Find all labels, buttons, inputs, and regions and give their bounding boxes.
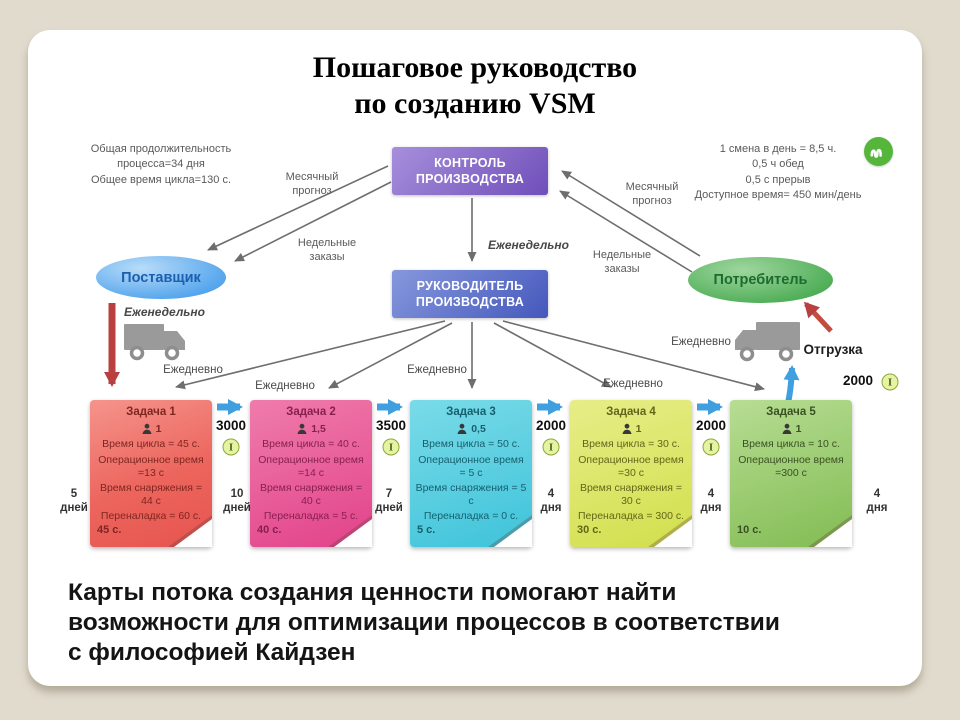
page-curl (334, 519, 372, 547)
changeover-time: Переналадка = 0 с. (423, 510, 519, 523)
task-title: Задача 1 (126, 406, 176, 418)
task-card-5: Задача 5 1 Время цикла = 10 с. Операцион… (730, 400, 852, 547)
slide-title: Пошаговое руководство по созданию VSM (312, 51, 638, 120)
operational-time: Операционное время =300 с (738, 453, 844, 479)
task-total-time: 30 с. (577, 524, 602, 536)
inventory-count-2: 3500 (375, 418, 407, 433)
process-summary-note: Общая продолжительность процесса=34 дня … (90, 143, 232, 186)
setup-time: Время снаряжения = 40 с (259, 482, 363, 507)
cycle-time: Время цикла = 45 с. (102, 438, 200, 451)
weekly-orders-left-label: Недельные заказы (297, 237, 357, 264)
inventory-badge-shipping: I (881, 373, 899, 391)
inventory-count-3: 2000 (535, 418, 567, 433)
page-curl (174, 519, 212, 547)
setup-time: Время снаряжения = 44 с (99, 482, 203, 507)
shift-summary-note: 1 смена в день = 8,5 ч. 0,5 ч обед 0,5 с… (694, 143, 862, 202)
weekly-center-label: Еженедельно (488, 238, 569, 252)
task-total-time: 45 с. (97, 524, 122, 536)
slide-caption: Карты потока создания ценности помогают … (68, 579, 780, 666)
lead-time-days-3: 4 дня (540, 488, 562, 515)
task-card-4: Задача 4 1 Время цикла = 30 с. Операцион… (570, 400, 692, 547)
task-title: Задача 4 (606, 406, 656, 418)
task-card-1: Задача 1 1 Время цикла = 45 с. Операцион… (90, 400, 212, 547)
operator-icon (622, 423, 632, 435)
task-card-2: Задача 2 1,5 Время цикла = 40 с. Операци… (250, 400, 372, 547)
page-curl (494, 519, 532, 547)
task-total-time: 5 с. (417, 524, 436, 536)
daily-shipping-label: Ежедневно (671, 336, 731, 348)
setup-time: Время снаряжения = 5 с (415, 482, 527, 507)
weekly-orders-right-label: Недельные заказы (592, 249, 652, 276)
operational-time: Операционное время =13 с (98, 453, 204, 479)
changeover-time: Переналадка = 60 с. (100, 510, 202, 523)
cycle-time: Время цикла = 30 с. (582, 438, 680, 451)
production-control-box: КОНТРОЛЬ ПРОИЗВОДСТВА (392, 147, 548, 195)
inventory-badge-4: I (702, 438, 720, 456)
inventory-badge-3: I (542, 438, 560, 456)
cycle-time: Время цикла = 10 с. (742, 438, 840, 451)
inventory-badge-2: I (382, 438, 400, 456)
inventory-badge-1: I (222, 438, 240, 456)
lead-time-days-4: 4 дня (700, 488, 722, 515)
task-card-3: Задача 3 0,5 Время цикла = 50 с. Операци… (410, 400, 532, 547)
changeover-time: Переналадка = 5 с. (263, 510, 359, 523)
task-total-time: 40 с. (257, 524, 282, 536)
shipping-label: Отгрузка (803, 342, 863, 357)
operator-count: 1 (155, 422, 162, 435)
brand-logo-icon (864, 137, 893, 166)
daily-label-1: Ежедневно (163, 364, 223, 376)
operator-count: 0,5 (471, 422, 486, 435)
cycle-time: Время цикла = 50 с. (422, 438, 520, 451)
cycle-time: Время цикла = 40 с. (262, 438, 360, 451)
daily-label-2: Ежедневно (255, 380, 315, 392)
operational-time: Операционное время =30 с (578, 453, 684, 479)
production-manager-box: РУКОВОДИТЕЛЬ ПРОИЗВОДСТВА (392, 270, 548, 318)
monthly-forecast-left-label: Месячный прогноз (285, 171, 339, 198)
lead-time-days-5: 4 дня (866, 488, 888, 515)
weekly-supplier-label: Еженедельно (124, 305, 205, 319)
inventory-count-1: 3000 (215, 418, 247, 433)
operational-time: Операционное время =14 с (258, 453, 364, 479)
daily-label-3: Ежедневно (407, 364, 467, 376)
operational-time: Операционное время = 5 с (418, 453, 524, 479)
task-total-time: 10 с. (737, 524, 762, 536)
setup-time: Время снаряжения = 30 с (579, 482, 683, 507)
monthly-forecast-right-label: Месячный прогноз (625, 181, 679, 208)
daily-label-4: Ежедневно (603, 378, 663, 390)
operator-count: 1,5 (311, 422, 326, 435)
page-curl (814, 519, 852, 547)
operator-icon (457, 423, 467, 435)
lead-time-days-2: 7 дней (375, 488, 403, 515)
operator-icon (782, 423, 792, 435)
inventory-count-4: 2000 (695, 418, 727, 433)
supplier-oval: Поставщик (96, 256, 226, 299)
task-title: Задача 5 (766, 406, 816, 418)
task-title: Задача 3 (446, 406, 496, 418)
task-title: Задача 2 (286, 406, 336, 418)
customer-oval: Потребитель (688, 257, 833, 303)
inventory-count-shipping: 2000 (842, 373, 874, 388)
page-curl (654, 519, 692, 547)
operator-count: 1 (795, 422, 802, 435)
operator-icon (297, 423, 307, 435)
operator-icon (142, 423, 152, 435)
operator-count: 1 (635, 422, 642, 435)
lead-time-days-1: 10 дней (223, 488, 251, 515)
lead-time-days-0: 5 дней (60, 488, 88, 515)
